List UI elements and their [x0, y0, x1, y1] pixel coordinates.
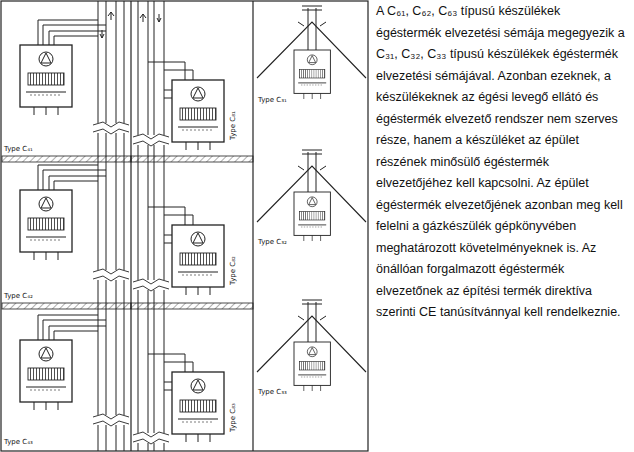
type-label: Type C₄₁: [4, 145, 33, 153]
break-mark: [133, 432, 169, 444]
description-text: A C₆₁, C₆₂, C₆₃ típusú készülékek égéste…: [376, 1, 628, 324]
break-mark: [93, 122, 129, 134]
break-mark: [133, 134, 169, 146]
type-label: Type C₈₁: [229, 111, 237, 140]
panel-frame: [1, 1, 368, 451]
break-mark: [133, 279, 169, 291]
boiler: [294, 192, 330, 241]
break-mark: [93, 269, 129, 281]
boiler: [20, 45, 72, 115]
type-label: Type C₃₁: [258, 96, 287, 104]
break-mark: [93, 414, 129, 426]
type-label: Type C₈₂: [229, 256, 237, 285]
type-label: Type C₄₂: [4, 292, 33, 300]
boiler: [20, 340, 72, 410]
roof: [257, 22, 366, 372]
boiler: [172, 372, 224, 442]
boiler: [20, 190, 72, 260]
common-flue-shaft: [98, 1, 124, 451]
type-label: Type C₄₃: [4, 438, 33, 446]
type-label: Type C₈₃: [229, 403, 237, 432]
type-label: Type C₃₃: [258, 388, 287, 396]
boiler: [294, 342, 330, 391]
boiler: [172, 225, 224, 295]
floor-slab: [2, 156, 253, 309]
type-label: Type C₃₂: [258, 238, 287, 246]
boiler: [294, 50, 330, 99]
boiler: [172, 80, 224, 150]
